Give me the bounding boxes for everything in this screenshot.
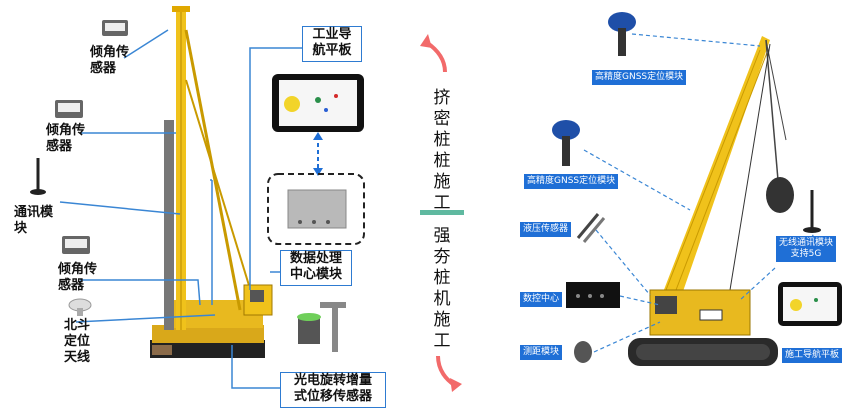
hydraulic-label: 液压传感器 — [520, 222, 572, 237]
gnss-antenna-icon-1 — [608, 12, 636, 56]
comm-module-label: 通讯模 块 — [14, 205, 54, 236]
crawler-crane-illustration — [628, 36, 794, 366]
tilt-sensor-label-1: 倾角传 感器 — [90, 45, 130, 76]
wireless-label: 无线通讯模块 支持5G — [776, 236, 837, 262]
wireless-antenna-icon — [803, 190, 821, 233]
tilt-sensor-icon-3 — [62, 236, 90, 254]
industrial-tablet-icon — [272, 74, 364, 132]
tilt-sensor-icon-1 — [102, 20, 128, 36]
ranging-module-icon — [574, 341, 592, 363]
data-center-label: 数据处理 中心模块 — [280, 250, 352, 286]
control-center-label: 数控中心 — [520, 292, 563, 307]
tilt-sensor-label-3: 倾角传 感器 — [58, 262, 98, 293]
industrial-tablet-label: 工业导 航平板 — [302, 26, 362, 62]
encoder-sensor-icon — [297, 302, 346, 352]
data-processing-box-icon — [287, 189, 347, 229]
nav-tablet-icon — [778, 282, 842, 326]
divider-bar — [420, 210, 464, 215]
nav-tablet-label: 施工导航平板 — [782, 348, 843, 363]
control-center-icon — [566, 282, 620, 308]
tilt-sensor-label-2: 倾角传 感器 — [46, 123, 86, 154]
antenna-icon — [30, 158, 46, 195]
beidou-antenna-icon — [68, 298, 92, 316]
tilt-sensor-icon-2 — [55, 100, 83, 118]
pile-rig-illustration — [150, 6, 273, 358]
gnss-label-1: 高精度GNSS定位模块 — [592, 70, 687, 85]
gnss-antenna-icon-2 — [552, 120, 580, 166]
encoder-sensor-label: 光电旋转增量 式位移传感器 — [280, 372, 386, 408]
pile-construction-text: 挤密桩桩施工 — [433, 88, 451, 213]
beidou-antenna-label: 北斗 定位 天线 — [64, 318, 91, 365]
arrow-down-icon — [436, 355, 462, 392]
ranging-label: 测距模块 — [520, 345, 563, 360]
hydraulic-sensor-icon — [576, 213, 606, 243]
arrow-up-icon — [420, 34, 447, 73]
dynamic-construction-text: 强夯桩机施工 — [433, 226, 451, 351]
gnss-label-2: 高精度GNSS定位模块 — [524, 174, 619, 189]
